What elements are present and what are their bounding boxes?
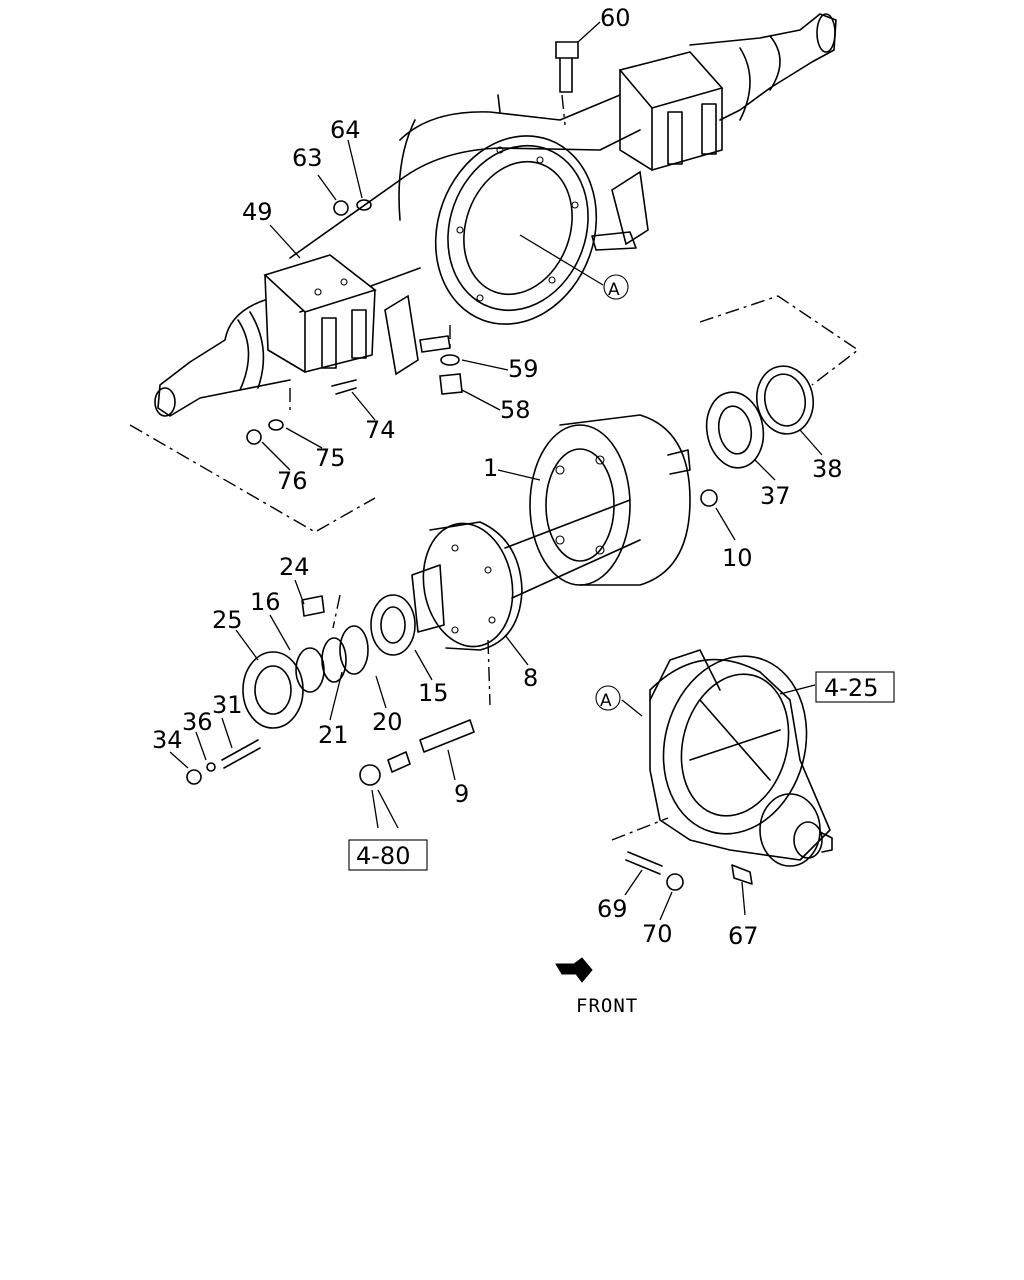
- callout-a2: A: [600, 691, 612, 711]
- callout-49: 49: [242, 198, 273, 226]
- callout-37: 37: [760, 482, 791, 510]
- callout-38: 38: [812, 455, 843, 483]
- leader-lines: [169, 21, 823, 921]
- callout-16: 16: [250, 588, 281, 616]
- small-hardware: [186, 41, 753, 891]
- callout-34: 34: [152, 726, 183, 754]
- callout-21: 21: [318, 721, 349, 749]
- ref-box-4-25[interactable]: 4-25: [815, 671, 895, 703]
- callout-64: 64: [330, 116, 361, 144]
- callout-1: 1: [483, 454, 498, 482]
- wheel-hub: [411, 521, 523, 651]
- callout-24: 24: [279, 553, 310, 581]
- callout-58: 58: [500, 396, 531, 424]
- callout-75: 75: [315, 444, 346, 472]
- callout-60: 60: [600, 4, 631, 32]
- front-arrow-icon: [555, 957, 593, 983]
- bearings-seals: [242, 365, 814, 729]
- group-lines: [129, 94, 860, 841]
- callout-8: 8: [523, 664, 538, 692]
- callout-9: 9: [454, 780, 469, 808]
- differential-carrier: [649, 649, 833, 867]
- callout-a2-circle: [595, 685, 621, 711]
- callout-63: 63: [292, 144, 323, 172]
- callout-74: 74: [365, 416, 396, 444]
- callout-a1-circle: [603, 274, 629, 300]
- ref-4-25-label: 4-25: [824, 674, 878, 702]
- callout-15: 15: [418, 679, 449, 707]
- callout-20: 20: [372, 708, 403, 736]
- axle-housing: [154, 13, 837, 417]
- callout-31: 31: [212, 691, 243, 719]
- callout-36: 36: [182, 708, 213, 736]
- callout-76: 76: [277, 467, 308, 495]
- callout-25: 25: [212, 606, 243, 634]
- axle-shaft: [504, 499, 641, 599]
- callout-10: 10: [722, 544, 753, 572]
- callout-labels: 60 64 63 49 A 59 58 74 75 76 1 37 38 10 …: [152, 4, 843, 950]
- brake-drum: [529, 414, 691, 586]
- callout-a1: A: [608, 280, 620, 300]
- callout-67: 67: [728, 922, 759, 950]
- front-label: FRONT: [576, 995, 638, 1017]
- callout-70: 70: [642, 920, 673, 948]
- ref-4-80-label: 4-80: [356, 842, 410, 870]
- callout-59: 59: [508, 355, 539, 383]
- callout-69: 69: [597, 895, 628, 923]
- ref-box-4-80[interactable]: 4-80: [348, 839, 428, 871]
- front-indicator: FRONT: [555, 957, 638, 1017]
